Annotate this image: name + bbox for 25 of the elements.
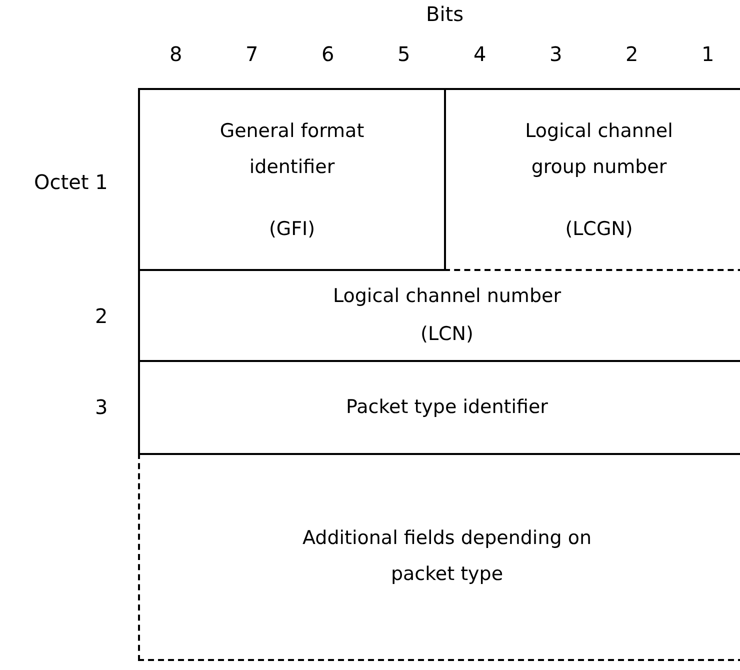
bit-number: 7 (246, 42, 258, 66)
bit-number: 5 (398, 42, 410, 66)
field-box (138, 453, 740, 661)
bit-number: 6 (322, 42, 334, 66)
field-text: Logical channel group number (524, 118, 674, 180)
field-box (138, 360, 740, 455)
bit-number: 4 (474, 42, 486, 66)
octet-label: Octet 1 (34, 170, 108, 194)
octet-label: 3 (95, 395, 108, 419)
bit-number: 3 (550, 42, 562, 66)
field-text: General format identifier (218, 118, 366, 180)
field-box (138, 269, 740, 362)
field-text: Logical channel number (333, 284, 561, 308)
axis-title: Bits (426, 2, 464, 26)
bit-number: 8 (170, 42, 182, 66)
field-box (444, 88, 740, 271)
bit-number: 2 (626, 42, 638, 66)
field-text: (LCN) (420, 322, 474, 346)
bit-number: 1 (702, 42, 714, 66)
field-text: (LCGN) (565, 216, 633, 242)
field-box (138, 88, 446, 271)
field-text: Additional fields depending on packet type (301, 526, 593, 587)
field-text: (GFI) (268, 216, 316, 242)
field-text: Packet type identifier (346, 394, 548, 420)
octet-label: 2 (95, 304, 108, 328)
